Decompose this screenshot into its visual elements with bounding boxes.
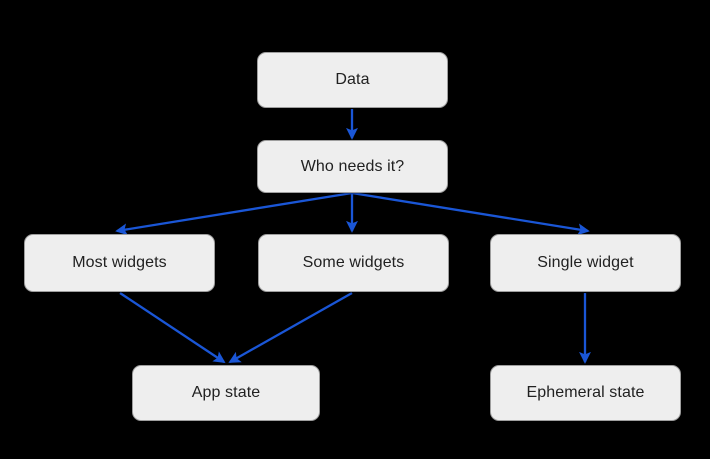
node-data[interactable]: Data (257, 52, 448, 108)
node-single-widget[interactable]: Single widget (490, 234, 681, 292)
node-most-widgets[interactable]: Most widgets (24, 234, 215, 292)
edge-who-most (115, 191, 353, 236)
edge-most-app (119, 292, 226, 364)
node-ephemeral-state[interactable]: Ephemeral state (490, 365, 681, 421)
edge-some-app (228, 291, 353, 364)
node-some-widgets[interactable]: Some widgets (258, 234, 449, 292)
node-data-label: Data (335, 71, 370, 88)
node-app-state-label: App state (191, 384, 261, 401)
node-ephemeral-state-label: Ephemeral state (526, 384, 645, 401)
node-most-widgets-label: Most widgets (72, 254, 167, 271)
node-single-widget-label: Single widget (537, 254, 634, 271)
node-app-state[interactable]: App state (132, 365, 320, 421)
edge-who-single (351, 191, 590, 236)
node-who-needs-it-label: Who needs it? (300, 157, 405, 175)
node-who-needs-it[interactable]: Who needs it? (257, 140, 448, 193)
node-some-widgets-label: Some widgets (302, 254, 405, 271)
